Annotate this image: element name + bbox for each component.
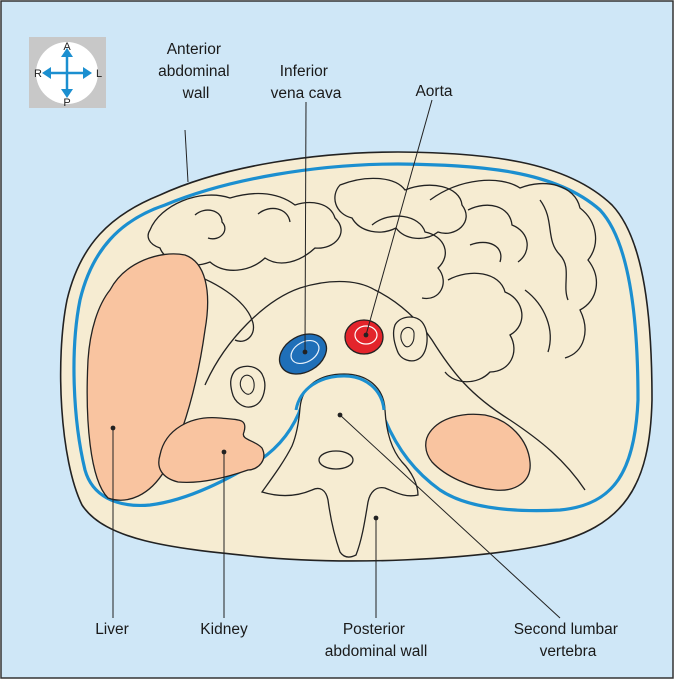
label-line: vertebra (540, 643, 597, 660)
orient-left: L (96, 68, 102, 80)
label-line: Posterior (343, 621, 405, 638)
label-line: Second lumbar (514, 621, 618, 638)
dot-liver (111, 426, 116, 431)
dot-aorta (364, 333, 369, 338)
aorta (345, 320, 383, 354)
label-line: vena cava (271, 85, 342, 102)
label-line: wall (182, 85, 210, 102)
dot-ivc (303, 350, 308, 355)
label-aorta: Aorta (415, 83, 452, 100)
label-line: Aorta (415, 83, 452, 100)
label-line: abdominal (158, 63, 230, 80)
dot-vertebra (338, 413, 343, 418)
dot-posterior-wall (374, 516, 379, 521)
left-psoas-shape (394, 317, 428, 361)
right-psoas-shape (231, 366, 265, 407)
dot-kidney (222, 450, 227, 455)
orient-anterior: A (63, 41, 71, 53)
orient-posterior: P (63, 97, 70, 109)
orientation-compass: A P R L (29, 37, 106, 109)
label-line: Kidney (200, 621, 248, 638)
label-line: Liver (95, 621, 129, 638)
spinal-canal (319, 451, 353, 469)
label-line: abdominal wall (325, 643, 428, 660)
label-kidney: Kidney (200, 621, 248, 638)
label-line: Inferior (280, 63, 328, 80)
orient-right: R (34, 68, 42, 80)
label-liver: Liver (95, 621, 129, 638)
label-line: Anterior (167, 41, 221, 58)
